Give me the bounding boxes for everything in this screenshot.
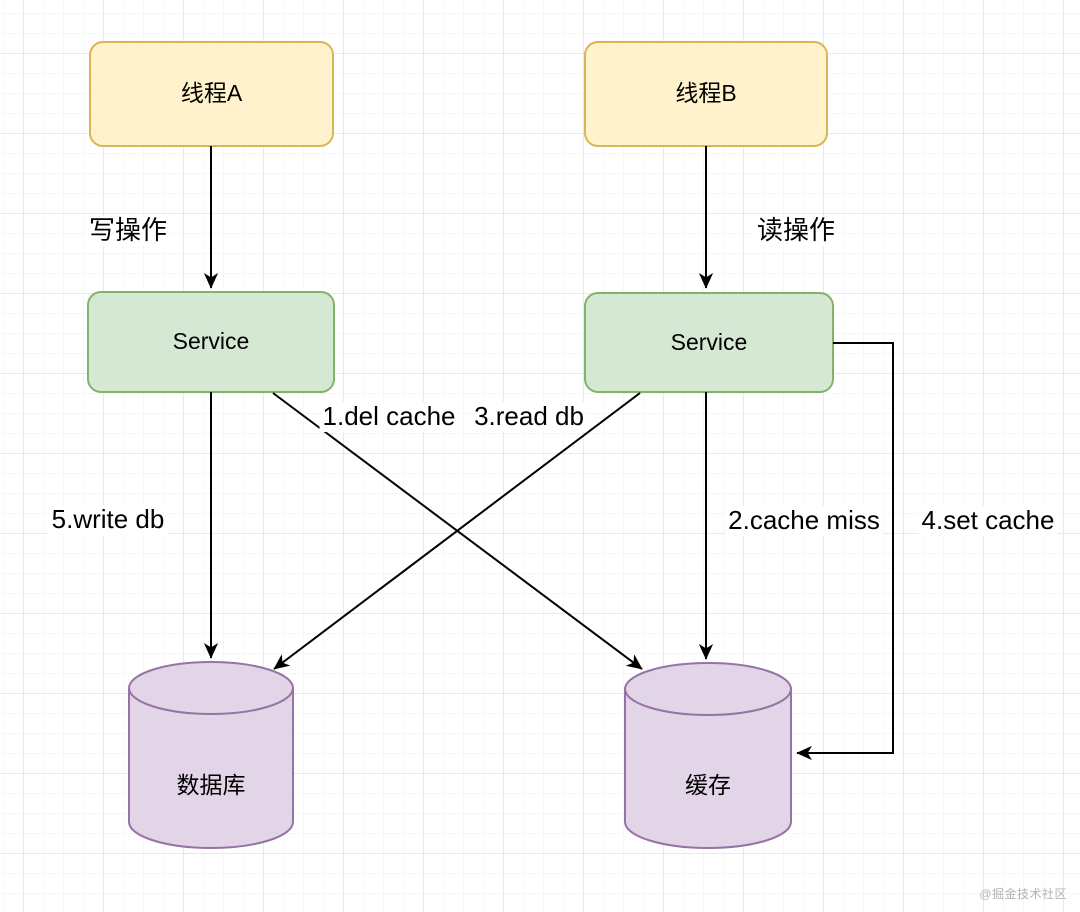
database-cylinder-rim bbox=[128, 687, 294, 715]
edge-label-write-op: 写操作 bbox=[85, 215, 171, 246]
service-b-box bbox=[584, 292, 834, 393]
edge-label-write-db: 5.write db bbox=[48, 504, 168, 535]
edge-label-cache-miss: 2.cache miss bbox=[725, 505, 883, 536]
cache-cylinder-rim bbox=[624, 688, 792, 716]
thread-b-box bbox=[584, 41, 828, 147]
edge-label-del-cache: 1.del cache bbox=[319, 401, 459, 432]
cache-cylinder bbox=[624, 662, 792, 849]
edge-service-b-to-cache-set bbox=[796, 342, 894, 761]
database-cylinder bbox=[128, 661, 294, 849]
edge-label-read-db: 3.read db bbox=[471, 401, 587, 432]
service-a-box bbox=[87, 291, 335, 393]
thread-a-box bbox=[89, 41, 334, 147]
edge-service-b-to-database-read bbox=[273, 392, 641, 670]
edge-label-set-cache: 4.set cache bbox=[918, 505, 1058, 536]
edge-label-read-op: 读操作 bbox=[753, 215, 839, 246]
watermark: @掘金技术社区 bbox=[979, 887, 1067, 901]
